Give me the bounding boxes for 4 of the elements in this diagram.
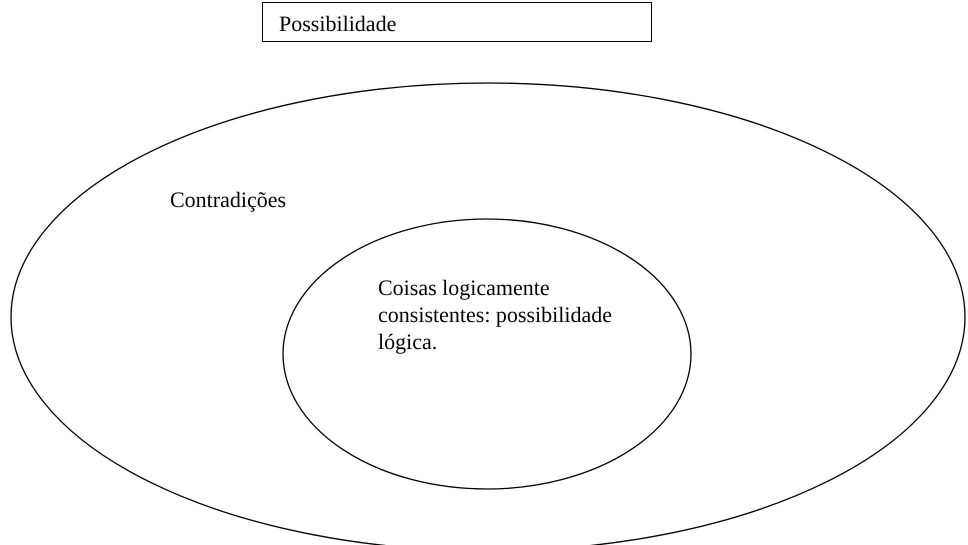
label-text: Coisas logicamente consistentes: possibilidade lógica. (378, 274, 614, 355)
label-box (262, 2, 652, 42)
label-text: Contradições (170, 186, 288, 213)
label-text: Possibilidade (279, 10, 398, 37)
